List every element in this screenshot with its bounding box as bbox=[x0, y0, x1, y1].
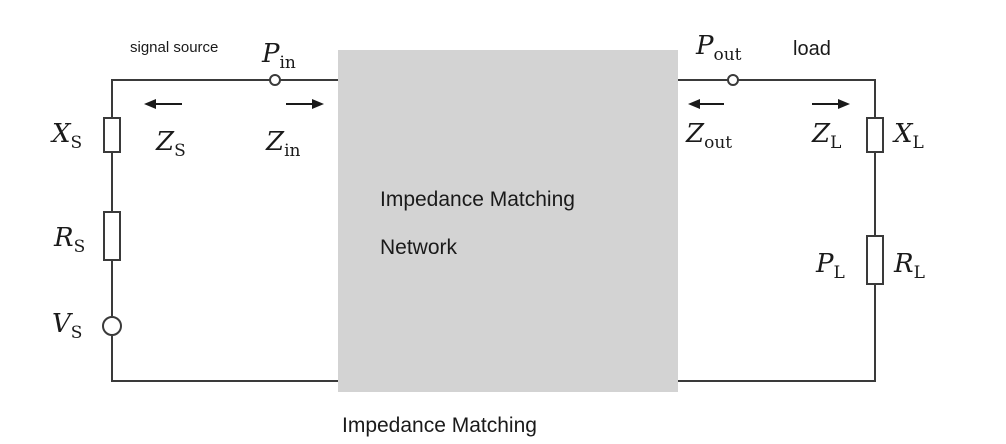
arrow-zin-right bbox=[286, 99, 324, 109]
right-bottom-wire bbox=[678, 284, 876, 382]
z-in-label: Zin bbox=[265, 127, 301, 161]
left-top-wire bbox=[111, 79, 270, 118]
signal-source-label: signal source bbox=[130, 39, 218, 56]
arrow-zl-right bbox=[812, 99, 850, 109]
z-out-label: Zout bbox=[685, 119, 732, 153]
voltage-source-vs bbox=[102, 316, 122, 336]
r-l-label: RL bbox=[893, 249, 925, 283]
port-pout-terminal bbox=[727, 74, 739, 86]
x-l-label: XL bbox=[892, 119, 924, 153]
r-s-label: RS bbox=[53, 223, 85, 257]
z-s-label: ZS bbox=[155, 127, 186, 161]
v-s-label: VS bbox=[52, 309, 82, 343]
z-l-label: ZL bbox=[811, 119, 841, 153]
left-bottom-wire bbox=[111, 336, 338, 382]
load-label: load bbox=[793, 38, 831, 60]
caption-label: Impedance Matching bbox=[342, 414, 537, 437]
reactance-xl-component bbox=[866, 117, 884, 153]
p-in-label: Pin bbox=[261, 39, 296, 73]
resistance-rl-component bbox=[866, 235, 884, 285]
resistance-rs-component bbox=[103, 211, 121, 261]
network-label-line2: Network bbox=[380, 236, 458, 259]
p-out-label: Pout bbox=[695, 31, 742, 65]
impedance-matching-network-box bbox=[338, 50, 678, 392]
arrow-zout-left bbox=[688, 99, 724, 109]
arrow-zs-left bbox=[144, 99, 182, 109]
x-s-label: XS bbox=[50, 119, 82, 153]
p-l-label: PL bbox=[815, 249, 845, 283]
reactance-xs-component bbox=[103, 117, 121, 153]
network-label-line1: Impedance Matching bbox=[380, 188, 575, 211]
right-top-wire bbox=[738, 79, 876, 118]
port-pin-terminal bbox=[269, 74, 281, 86]
